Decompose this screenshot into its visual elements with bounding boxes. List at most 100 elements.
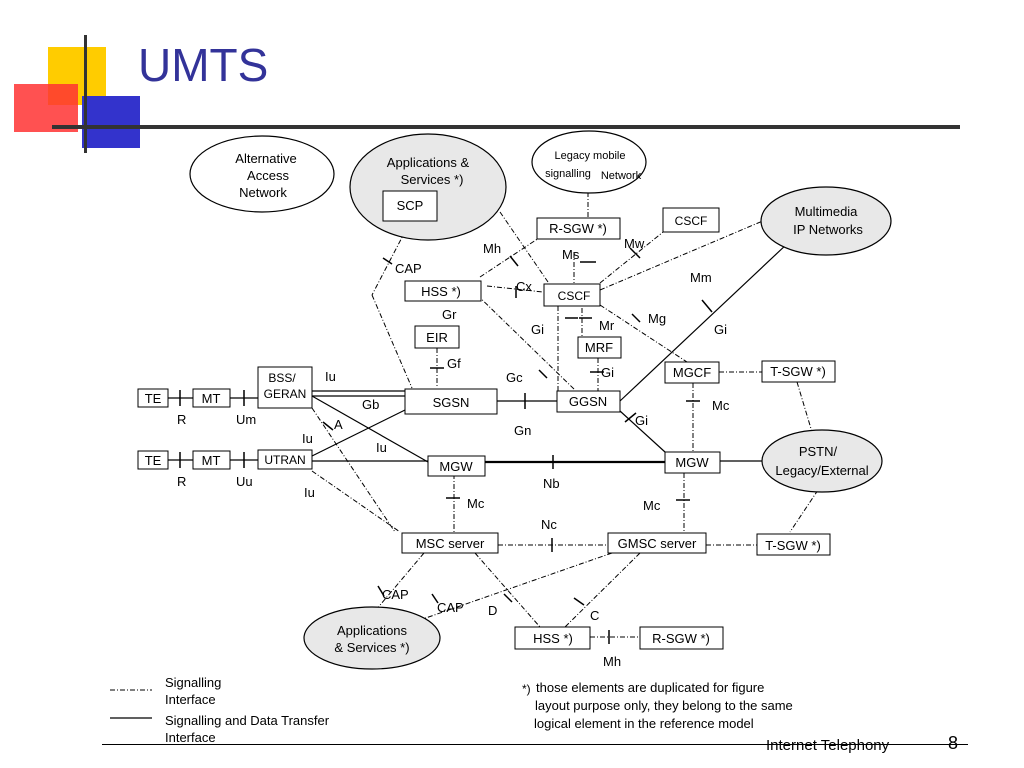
node-sgsn: SGSN (404, 388, 498, 415)
cloud-pstn-legacy-external: PSTN/ Legacy/External (761, 429, 883, 493)
interface-label-iu: Iu (376, 440, 387, 455)
legend: Signalling Interface Signalling and Data… (110, 675, 330, 745)
node-label: MRF (585, 340, 613, 355)
interface-label-cap: CAP (382, 587, 409, 602)
interface-label-iu: Iu (304, 485, 315, 500)
legend-data-label: Interface (165, 730, 216, 745)
node-label: GMSC server (618, 536, 697, 551)
interface-label-gn: Gn (514, 423, 531, 438)
cloud-legacy-mobile-signalling: Legacy mobile signalling Network (531, 130, 647, 194)
node-label: EIR (426, 330, 448, 345)
node-utran: UTRAN (257, 449, 313, 470)
node-mrf: MRF (577, 336, 622, 359)
node-label: MSC server (416, 536, 485, 551)
node-te-2: TE (137, 450, 169, 470)
interface-label-mc: Mc (712, 398, 730, 413)
cloud-label-line: Applications & (387, 155, 470, 170)
node-mgw-left: MGW (427, 455, 486, 477)
interface-label-cx: Cx (516, 279, 532, 294)
slide-title: UMTS (138, 39, 269, 91)
deco-blue-square (82, 96, 140, 148)
cloud-label-line: PSTN/ (799, 444, 838, 459)
interface-label-mr: Mr (599, 318, 615, 333)
interface-label-gf: Gf (447, 356, 461, 371)
node-cscf-mid: CSCF (543, 283, 601, 307)
cloud-label-line: IP Networks (793, 222, 863, 237)
solid-links (168, 242, 789, 464)
node-label: MGW (675, 455, 709, 470)
node-mgw-right: MGW (664, 451, 721, 474)
node-te-1: TE (137, 388, 169, 408)
footnote-line: those elements are duplicated for figure (536, 680, 764, 695)
cloud-multimedia-ip-networks: Multimedia IP Networks (760, 186, 892, 256)
node-cscf-top: CSCF (662, 207, 720, 233)
node-t-sgw-bottom: T-SGW *) (756, 533, 831, 556)
node-r-sgw-bottom: R-SGW *) (639, 626, 724, 650)
footnote-marker: *) (522, 682, 531, 696)
interface-label-mc: Mc (643, 498, 661, 513)
interface-label-iu: Iu (325, 369, 336, 384)
node-label: R-SGW *) (549, 221, 607, 236)
interface-label-cap: CAP (395, 261, 422, 276)
interface-label-gi: Gi (601, 365, 614, 380)
cloud-label-line: signalling (545, 168, 591, 180)
cloud-label-line: Alternative (235, 151, 296, 166)
node-label: T-SGW *) (770, 364, 826, 379)
deco-red-square (14, 84, 78, 132)
node-label: GGSN (569, 394, 607, 409)
footnote-line: logical element in the reference model (534, 716, 754, 731)
deco-vertical-bar (84, 35, 87, 153)
interface-label-mc: Mc (467, 496, 485, 511)
cloud-label-line: Network (601, 170, 642, 182)
node-mgcf: MGCF (664, 361, 720, 384)
node-label: UTRAN (264, 453, 305, 467)
title-rule (52, 125, 960, 129)
cloud-label-line: Multimedia (795, 204, 859, 219)
interface-label-mh: Mh (483, 241, 501, 256)
node-label: HSS *) (421, 284, 461, 299)
node-mt-1: MT (192, 388, 231, 408)
interface-label-gi: Gi (635, 413, 648, 428)
interface-label-c: C (590, 608, 599, 623)
legend-data-label: Signalling and Data Transfer (165, 713, 330, 728)
node-label: SGSN (433, 395, 470, 410)
interface-label-mw: Mw (624, 236, 645, 251)
interface-label-iu: Iu (302, 431, 313, 446)
interface-label-gi: Gi (714, 322, 727, 337)
node-label: TE (145, 391, 162, 406)
cloud-label-line: & Services *) (334, 640, 409, 655)
interface-label-gr: Gr (442, 307, 457, 322)
footer-rule (102, 744, 968, 745)
node-ggsn: GGSN (556, 390, 621, 413)
node-hss-bottom: HSS *) (514, 626, 591, 650)
interface-labels: CAP Mh Ms Mw Mm Cx Gr Gi Mr Mg Gi Gf Gc … (177, 236, 730, 669)
footnote: *) those elements are duplicated for fig… (522, 680, 793, 731)
node-label: TE (145, 453, 162, 468)
interface-label-gc: Gc (506, 370, 523, 385)
interface-label-d: D (488, 603, 497, 618)
interface-label-nc: Nc (541, 517, 557, 532)
cloud-label-line: Services *) (401, 172, 464, 187)
node-label: SCP (397, 198, 424, 213)
node-label: T-SGW *) (765, 538, 821, 553)
interface-label-mm: Mm (690, 270, 712, 285)
interface-label-mg: Mg (648, 311, 666, 326)
node-msc-server: MSC server (401, 532, 499, 554)
interface-label-gi: Gi (531, 322, 544, 337)
interface-ticks (179, 247, 713, 644)
cloud-applications-services-bottom: Applications & Services *) (303, 606, 441, 670)
node-label: BSS/ (268, 371, 296, 385)
node-mt-2: MT (192, 450, 231, 470)
node-label: MT (202, 453, 221, 468)
legend-signalling-label: Interface (165, 692, 216, 707)
node-r-sgw-top: R-SGW *) (536, 217, 621, 240)
cloud-applications-services-top: Applications & Services *) (349, 133, 507, 241)
node-label: MGCF (673, 365, 711, 380)
interface-label-r: R (177, 412, 186, 427)
interface-label-r: R (177, 474, 186, 489)
node-scp: SCP (382, 190, 438, 222)
node-eir: EIR (414, 325, 460, 349)
node-bss-geran: BSS/ GERAN (257, 366, 313, 409)
footer-title: Internet Telephony (766, 737, 890, 754)
